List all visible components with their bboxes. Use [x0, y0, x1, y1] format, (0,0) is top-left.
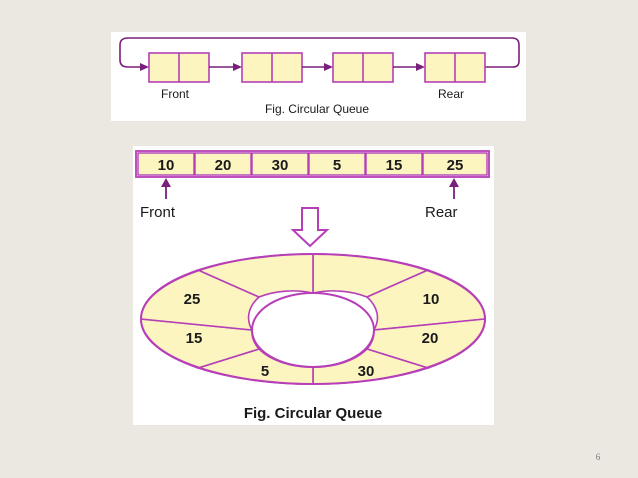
front-label: Front: [140, 204, 176, 221]
ring-value: 5: [261, 363, 269, 380]
array-cell: 15: [365, 152, 423, 176]
front-pointer: [161, 178, 171, 199]
ring-value: 10: [423, 291, 440, 308]
array-cell-value: 30: [272, 157, 289, 174]
ring-value: 30: [358, 363, 375, 380]
transform-down-arrow-icon: [290, 207, 330, 248]
array-cell-value: 25: [447, 157, 464, 174]
queue-node: [148, 52, 210, 83]
rear-pointer: [449, 178, 459, 199]
ring-value: 20: [422, 330, 439, 347]
linked-queue-diagram: Front Rear Fig. Circular Queue: [119, 37, 520, 116]
queue-node: [424, 52, 486, 83]
circular-ring: [140, 253, 486, 385]
array-cell: 20: [194, 152, 252, 176]
link-arrowhead: [233, 63, 242, 71]
queue-array: 10 20 30 5 15 25: [135, 150, 490, 178]
array-cell: 5: [308, 152, 366, 176]
wraparound-arrow: [119, 37, 520, 68]
ring-value: 25: [184, 291, 201, 308]
slide-number: 6: [595, 452, 601, 462]
link-arrowhead: [324, 63, 333, 71]
array-cell: 10: [137, 152, 195, 176]
rear-label: Rear: [438, 87, 464, 101]
queue-node: [332, 52, 394, 83]
array-cell: 30: [251, 152, 309, 176]
array-cell-value: 15: [386, 157, 403, 174]
array-circular-queue-figure: 10 20 30 5 15 25: [133, 146, 494, 425]
front-label: Front: [161, 87, 190, 101]
linked-circular-queue-figure: Front Rear Fig. Circular Queue: [111, 32, 526, 121]
array-ring-diagram: 10 20 30 5 15 25: [135, 150, 490, 422]
array-cell-value: 5: [333, 157, 341, 174]
array-cell-value: 10: [158, 157, 175, 174]
array-cell-value: 20: [215, 157, 232, 174]
rear-label: Rear: [425, 204, 458, 221]
wraparound-arrowhead: [140, 63, 149, 71]
queue-node: [241, 52, 303, 83]
link-arrowhead: [416, 63, 425, 71]
ring-value: 15: [186, 330, 203, 347]
figure-caption: Fig. Circular Queue: [265, 102, 369, 116]
array-cell: 25: [422, 152, 488, 176]
figure-caption: Fig. Circular Queue: [244, 405, 382, 422]
